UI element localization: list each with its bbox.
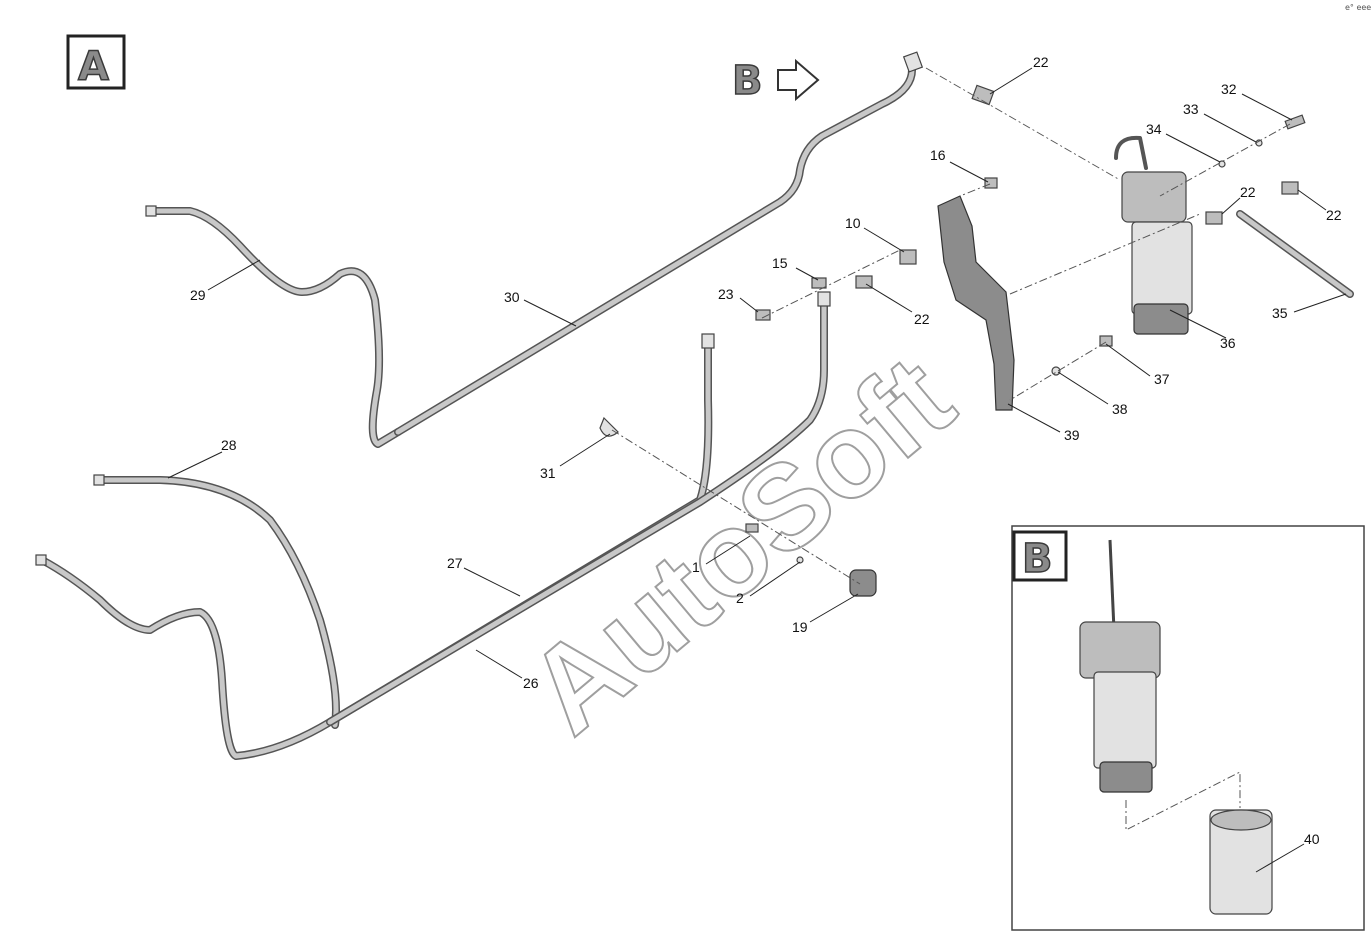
view-a-letter: A	[78, 44, 109, 90]
hose-35	[1236, 210, 1354, 298]
hose-28	[93, 474, 340, 729]
assembly-lines	[611, 67, 1291, 831]
callout-36: 36	[1220, 335, 1236, 351]
hose-26	[326, 291, 831, 726]
callout-40: 40	[1304, 831, 1320, 847]
clip-31	[599, 416, 619, 437]
fitting-23	[755, 309, 771, 321]
callout-33: 33	[1183, 101, 1199, 117]
callout-26: 26	[523, 675, 539, 691]
callout-22: 22	[1326, 207, 1342, 223]
bolt-16	[984, 177, 998, 189]
fitting-15	[811, 277, 827, 289]
callout-10: 10	[845, 215, 861, 231]
callout-2: 2	[736, 590, 744, 606]
view-b-pointer: B	[731, 57, 820, 105]
detail-b-panel: B	[1011, 525, 1365, 931]
filter-cartridge-40	[1209, 809, 1273, 915]
bolt-32	[1284, 114, 1306, 130]
callout-28: 28	[221, 437, 237, 453]
bracket-39	[937, 195, 1015, 411]
callout-27: 27	[447, 555, 463, 571]
washer-34	[1218, 160, 1226, 168]
callout-labels: 22 32 33 34 16 22 22 10 15 23 22 29 30 3…	[190, 54, 1342, 847]
callout-15: 15	[772, 255, 788, 271]
callout-37: 37	[1154, 371, 1170, 387]
callout-35: 35	[1272, 305, 1288, 321]
right-arrow-icon	[777, 58, 820, 102]
fitting-22-top	[971, 84, 995, 106]
callout-39: 39	[1064, 427, 1080, 443]
callout-22: 22	[1033, 54, 1049, 70]
callout-34: 34	[1146, 121, 1162, 137]
corner-mark: e° eee	[1345, 3, 1371, 12]
callout-32: 32	[1221, 81, 1237, 97]
callout-31: 31	[540, 465, 556, 481]
hose-29	[145, 205, 402, 448]
part-1	[745, 523, 759, 533]
part-2	[796, 556, 804, 564]
watermark: AutoSoft	[503, 331, 977, 759]
fitting-22-filter	[1205, 211, 1223, 225]
callout-22: 22	[1240, 184, 1256, 200]
fitting-22-right	[1281, 181, 1299, 195]
view-b-pointer-letter: B	[732, 58, 763, 104]
callout-22: 22	[914, 311, 930, 327]
fitting-10	[899, 249, 917, 265]
view-a-label: A	[66, 34, 126, 91]
callout-19: 19	[792, 619, 808, 635]
view-b-letter: B	[1022, 536, 1053, 582]
callout-30: 30	[504, 289, 520, 305]
callout-23: 23	[718, 286, 734, 302]
fuel-filter-36	[1114, 135, 1193, 335]
bolt-37	[1099, 335, 1113, 347]
callout-1: 1	[692, 559, 700, 575]
callout-16: 16	[930, 147, 946, 163]
callout-29: 29	[190, 287, 206, 303]
hose-30	[394, 51, 924, 436]
callout-38: 38	[1112, 401, 1128, 417]
grommet-19	[849, 569, 877, 597]
leader-lines	[167, 67, 1347, 873]
detail-fuel-filter	[1079, 539, 1161, 793]
